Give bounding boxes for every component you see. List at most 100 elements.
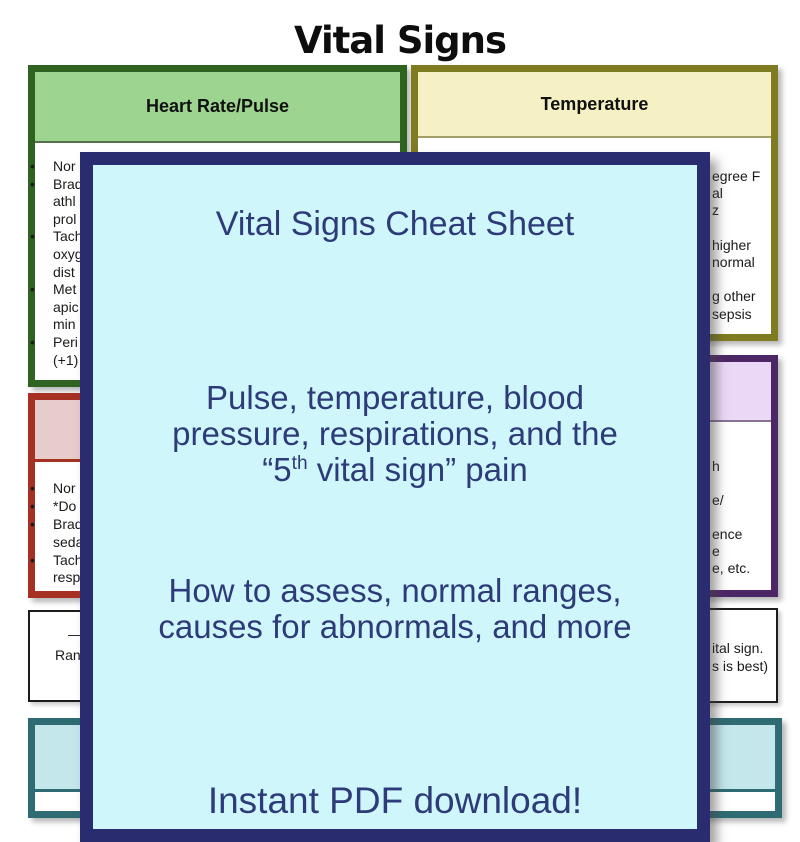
text-fragment: ital sign.: [712, 640, 764, 656]
text-fragment-line: athl: [30, 193, 83, 211]
text-fragment-line: normal: [712, 254, 760, 271]
text-fragment-line: [712, 220, 760, 237]
text-fragment-line: seda: [30, 534, 83, 552]
text-fragment-line: e, etc.: [712, 560, 750, 577]
temperature-title: Temperature: [540, 93, 649, 114]
text-fragment-line: • Brad: [30, 176, 83, 194]
text-fragment: Brad: [53, 175, 83, 192]
bullet-marker: •: [30, 175, 35, 192]
text-fragment-line: g other: [712, 288, 760, 305]
text-fragment-line: min: [30, 316, 83, 334]
text-fragment: Met: [53, 281, 77, 298]
text-fragment: g other: [712, 288, 756, 305]
bullet-marker: •: [30, 281, 35, 298]
text-fragment: normal: [712, 253, 755, 270]
text-fragment: ence: [712, 526, 743, 542]
heart-rate-header: Heart Rate/Pulse: [35, 72, 400, 143]
text-fragment-line: • *Do: [30, 498, 83, 516]
card-description-line3: “5th vital sign” pain: [262, 451, 528, 488]
black-right-notes: ital sign.s is best): [712, 640, 768, 675]
card-features-line1: How to assess, normal ranges,: [168, 572, 622, 609]
text-fragment: h: [712, 458, 720, 474]
text-fragment: e, etc.: [712, 560, 751, 576]
text-fragment-line: ence: [712, 526, 750, 543]
text-fragment: athl: [53, 193, 76, 210]
temperature-header: Temperature: [418, 72, 771, 138]
text-fragment-line: Ran: [30, 645, 82, 666]
bullet-marker: •: [30, 158, 35, 174]
text-fragment-line: • Peri: [30, 334, 83, 352]
bullet-marker: •: [30, 551, 35, 568]
text-fragment-line: higher: [712, 237, 760, 254]
page-title: Vital Signs: [293, 18, 507, 62]
bullet-marker: •: [30, 497, 35, 514]
text-fragment: al: [712, 185, 723, 202]
text-fragment: Tach: [53, 228, 83, 245]
text-fragment-line: apic: [30, 299, 83, 317]
text-fragment: oxyg: [53, 245, 83, 262]
text-fragment: Brad: [53, 515, 83, 532]
text-fragment-line: —: [30, 624, 82, 645]
bullet-marker: •: [30, 228, 35, 245]
text-fragment: Peri: [53, 333, 78, 350]
bullet-marker: •: [30, 515, 35, 532]
text-fragment: resp: [53, 569, 81, 586]
bullet-marker: •: [30, 333, 35, 350]
text-fragment: seda: [53, 533, 84, 550]
card-features: How to assess, normal ranges, causes for…: [93, 573, 697, 645]
text-fragment: —: [68, 626, 82, 642]
text-fragment-line: • Tach: [30, 228, 83, 246]
text-fragment: Tach: [53, 551, 83, 568]
text-fragment-line: prol: [30, 211, 83, 229]
text-fragment: Nor: [53, 480, 76, 496]
text-fragment: higher: [712, 236, 751, 253]
text-fragment-line: resp: [30, 569, 83, 587]
card-description-line1: Pulse, temperature, blood: [206, 379, 584, 416]
text-fragment: s is best): [712, 657, 769, 674]
text-fragment-line: [712, 475, 750, 492]
text-fragment-line: al: [712, 185, 760, 202]
card-title: Vital Signs Cheat Sheet: [215, 205, 575, 243]
text-fragment-line: ital sign.: [712, 640, 768, 658]
text-fragment: dist: [53, 263, 75, 280]
text-fragment-line: sepsis: [712, 306, 760, 323]
card-description: Pulse, temperature, blood pressure, resp…: [93, 380, 697, 488]
card-features-line2: causes for abnormals, and more: [158, 608, 632, 645]
text-fragment-line: • Brad: [30, 516, 83, 534]
text-fragment-line: (+1): [30, 352, 83, 370]
text-fragment: apic: [53, 298, 79, 315]
text-fragment: prol: [53, 210, 77, 227]
text-fragment: egree F: [712, 168, 761, 184]
text-fragment-line: dist: [30, 264, 83, 282]
text-fragment: e: [712, 543, 720, 559]
text-fragment-line: • Nor: [30, 158, 83, 176]
text-fragment-line: h: [712, 458, 750, 475]
overlay-card: Vital Signs Cheat Sheet Pulse, temperatu…: [80, 152, 710, 842]
black-left-notes: — Ran: [30, 624, 82, 666]
text-fragment: Ran: [55, 647, 81, 663]
text-fragment-line: • Tach: [30, 552, 83, 570]
text-fragment-line: oxyg: [30, 246, 83, 264]
text-fragment-line: egree F: [712, 168, 760, 185]
bullet-marker: •: [30, 480, 35, 496]
text-fragment: z: [712, 202, 719, 219]
ordinal-superscript: th: [291, 453, 308, 474]
text-fragment-line: z: [712, 202, 760, 219]
text-fragment: e/: [712, 492, 724, 508]
text-fragment: min: [53, 316, 76, 333]
text-fragment-line: s is best): [712, 658, 768, 676]
text-fragment-line: [712, 509, 750, 526]
text-fragment-line: • Nor: [30, 480, 83, 498]
text-fragment-line: • Met: [30, 281, 83, 299]
text-fragment-line: e/: [712, 492, 750, 509]
text-fragment: sepsis: [712, 305, 752, 322]
text-fragment: *Do: [53, 497, 77, 514]
heart-rate-title: Heart Rate/Pulse: [145, 96, 290, 116]
text-fragment-line: e: [712, 543, 750, 560]
text-fragment: (+1): [53, 351, 79, 368]
text-fragment: Nor: [53, 158, 76, 174]
